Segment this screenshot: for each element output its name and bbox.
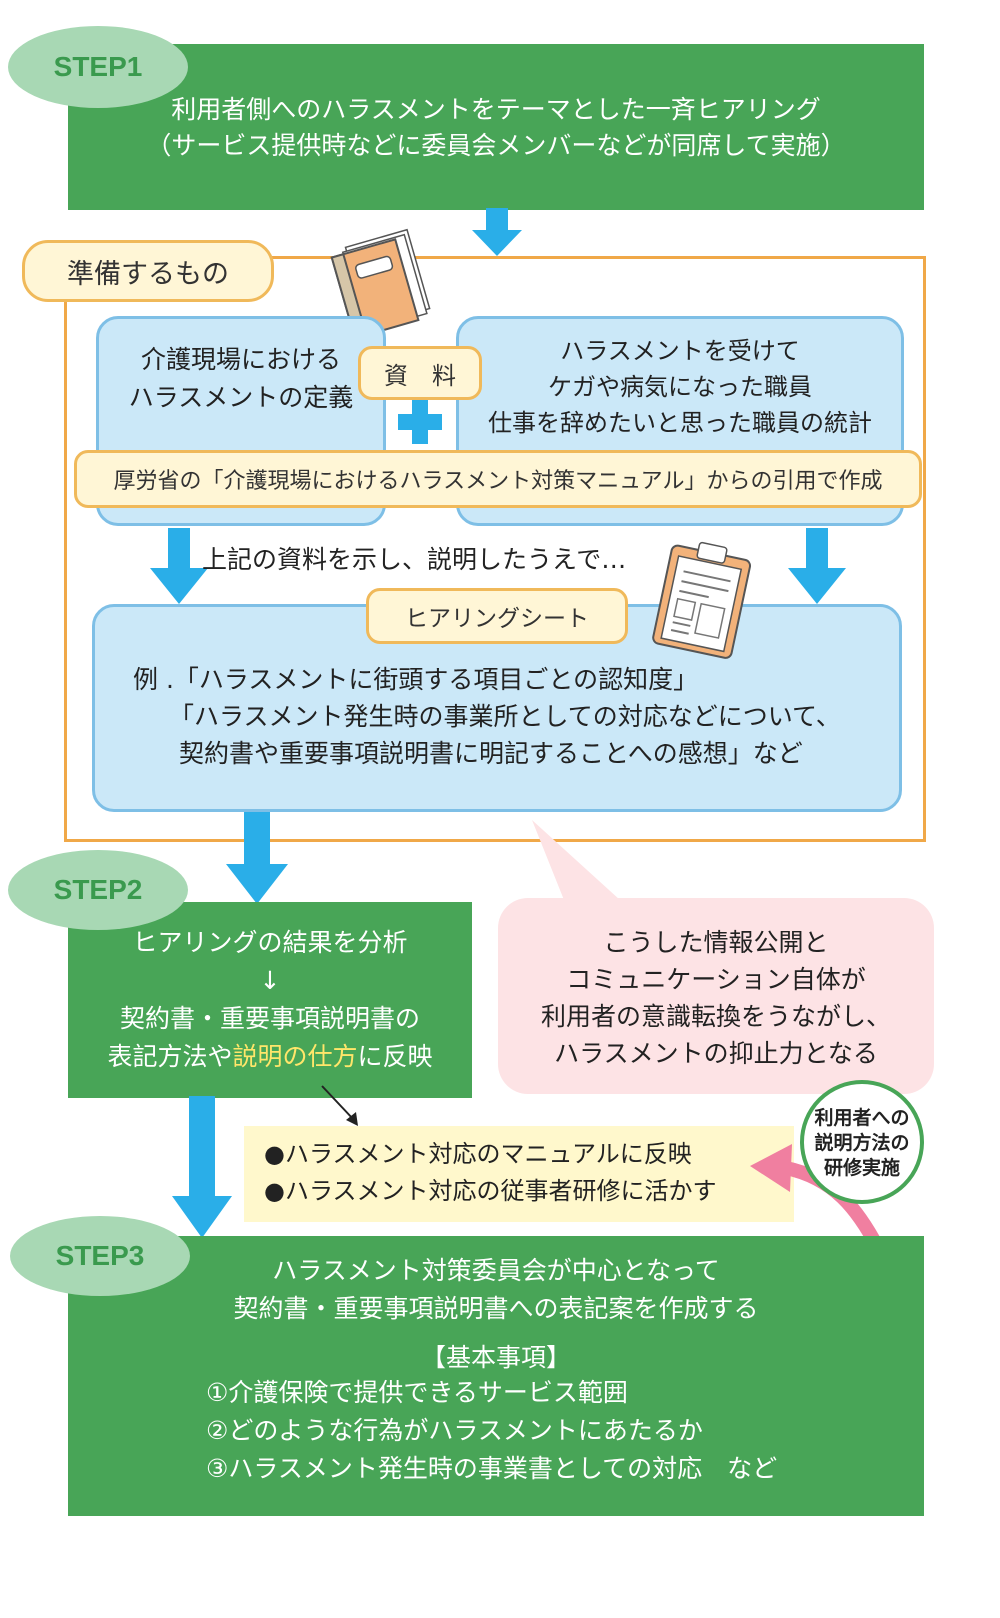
prep-title-text: 準備するもの xyxy=(67,258,229,290)
caption-text: 上記の資料を示し、説明したうえで… xyxy=(202,545,627,574)
reflect-item1: ●ハラスメント対応のマニュアルに反映 xyxy=(264,1140,692,1168)
example-line2: 「ハラスメント発生時の事業所としての対応などについて、 xyxy=(169,702,841,731)
hearing-sheet-label: ヒアリングシート xyxy=(366,588,628,644)
example-line3: 契約書や重要事項説明書に明記することへの感想」など xyxy=(179,739,803,768)
step3-line2: 契約書・重要事項説明書への表記案を作成する xyxy=(233,1294,759,1323)
prep-title: 準備するもの xyxy=(22,240,274,302)
statistics-line2: ケガや病気になった職員 xyxy=(548,373,812,401)
material-label-text: 資 料 xyxy=(384,361,456,390)
down-arrow-icon xyxy=(172,1096,232,1238)
statistics-line3: 仕事を辞めたいと思った職員の統計 xyxy=(488,409,872,437)
bubble-line4: ハラスメントの抑止力となる xyxy=(554,1039,878,1068)
step2-highlight: 説明の仕方 xyxy=(232,1042,358,1071)
down-arrow-icon xyxy=(150,528,208,604)
step2-line4-c: に反映 xyxy=(357,1042,433,1071)
step3-item2: ②どのような行為がハラスメントにあたるか xyxy=(206,1416,703,1445)
step2-line4-a: 表記方法や xyxy=(107,1042,233,1071)
material-label: 資 料 xyxy=(358,346,482,400)
step1-box: 利用者側へのハラスメントをテーマとした一斉ヒアリング （サービス提供時などに委員… xyxy=(68,44,924,210)
definition-line2: ハラスメントの定義 xyxy=(128,383,354,412)
step3-line1: ハラスメント対策委員会が中心となって xyxy=(272,1256,720,1285)
down-arrow-icon xyxy=(472,208,522,256)
step2-box: ヒアリングの結果を分析 ↓ 契約書・重要事項説明書の 表記方法や説明の仕方に反映 xyxy=(68,902,472,1098)
example-line1: 例 .「ハラスメントに街頭する項目ごとの認知度」 xyxy=(133,665,699,694)
step2-line3: 契約書・重要事項説明書の xyxy=(119,1004,420,1033)
hearing-sheet-label-text: ヒアリングシート xyxy=(405,606,589,632)
plus-icon xyxy=(398,400,442,444)
definition-line1: 介護現場における xyxy=(140,345,341,374)
training-line2: 説明方法の xyxy=(814,1132,910,1154)
reflect-box: ●ハラスメント対応のマニュアルに反映 ●ハラスメント対応の従事者研修に活かす xyxy=(244,1126,794,1222)
step3-basic: 【基本事項】 xyxy=(420,1343,571,1372)
down-arrow-icon xyxy=(226,812,288,904)
source-text: 厚労省の「介護現場におけるハラスメント対策マニュアル」からの引用で作成 xyxy=(113,469,883,494)
speech-bubble: こうした情報公開と コミュニケーション自体が 利用者の意識転換をうながし、 ハラ… xyxy=(498,898,934,1094)
step2-label: STEP2 xyxy=(8,850,188,930)
step3-box: ハラスメント対策委員会が中心となって 契約書・重要事項説明書への表記案を作成する… xyxy=(68,1236,924,1516)
step2-arrow: ↓ xyxy=(259,966,281,995)
step1-line2: （サービス提供時などに委員会メンバーなどが同席して実施） xyxy=(146,131,846,160)
training-line1: 利用者への xyxy=(814,1107,910,1129)
step3-item1: ①介護保険で提供できるサービス範囲 xyxy=(206,1378,628,1407)
step1-line1: 利用者側へのハラスメントをテーマとした一斉ヒアリング xyxy=(171,95,821,124)
down-arrow-icon xyxy=(788,528,846,604)
reflect-item2: ●ハラスメント対応の従事者研修に活かす xyxy=(264,1177,717,1205)
training-line3: 研修実施 xyxy=(823,1157,900,1179)
bubble-line1: こうした情報公開と xyxy=(603,928,829,957)
training-circle: 利用者への 説明方法の 研修実施 xyxy=(800,1080,924,1204)
statistics-line1: ハラスメントを受けて xyxy=(560,337,800,365)
step1-label: STEP1 xyxy=(8,26,188,108)
step3-label: STEP3 xyxy=(10,1216,190,1296)
source-banner: 厚労省の「介護現場におけるハラスメント対策マニュアル」からの引用で作成 xyxy=(74,450,922,508)
step3-item3: ③ハラスメント発生時の事業書としての対応 など xyxy=(206,1454,778,1483)
clipboard-icon xyxy=(652,541,752,659)
bubble-line3: 利用者の意識転換をうながし、 xyxy=(540,1002,891,1031)
step2-line1: ヒアリングの結果を分析 xyxy=(132,928,408,957)
pointer-arrow-icon xyxy=(321,1085,358,1126)
bubble-tail xyxy=(532,820,642,920)
step2-line4: 表記方法や説明の仕方に反映 xyxy=(68,1038,472,1076)
bubble-line2: コミュニケーション自体が xyxy=(566,965,866,994)
prep-frame xyxy=(64,256,926,842)
